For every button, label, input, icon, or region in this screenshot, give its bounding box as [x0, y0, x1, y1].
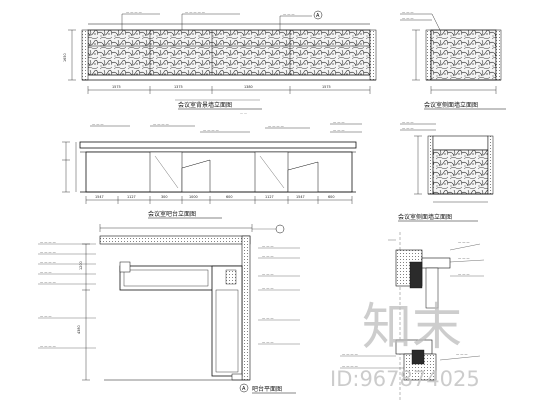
title-elevation-b: 会议室侧面墙立面图	[424, 101, 478, 109]
watermark-id: ID:967874025	[330, 367, 480, 391]
svg-text:— — —: — — —	[262, 244, 274, 248]
svg-text:— — — —: — — — —	[40, 344, 57, 348]
dim-a-4: 1575	[322, 85, 331, 89]
elevation-b: — — — — — — 会议室侧面墙立面图	[400, 10, 506, 110]
svg-text:— — — —: — — — —	[342, 364, 359, 368]
title-plan: 吧台平面图	[252, 385, 282, 393]
svg-text:— — —: — — —	[458, 272, 470, 276]
elevation-a: — — — — — — — — — — — — A 1650 1575 1375…	[63, 10, 377, 115]
svg-text:— — —: — — —	[92, 122, 104, 126]
svg-text:— — — —: — — — —	[40, 240, 57, 244]
svg-text:— — —: — — —	[262, 254, 274, 258]
svg-text:— — — — —: — — — — —	[185, 10, 206, 14]
dim-c-3: 300	[161, 195, 167, 199]
title-elevation-c: 会议室吧台立面图	[148, 210, 196, 218]
svg-text:— — —: — — —	[262, 286, 274, 290]
svg-text:— — —: — — —	[402, 120, 414, 124]
title-elevation-a: 会议室背景墙立面图	[178, 101, 232, 109]
dim-c-8: 600	[328, 195, 334, 199]
dim-c-4: 1000	[189, 195, 198, 199]
height-dim-a: 1650	[63, 53, 67, 62]
svg-text:— — — —: — — — —	[342, 352, 359, 356]
dim-c-1: 1547	[95, 195, 104, 199]
dim-c-6: 1127	[265, 195, 274, 199]
detail-section: — — — — — — — — — — — — — — — — — — — —	[340, 232, 485, 400]
svg-text:— — — —: — — — —	[40, 280, 57, 284]
svg-text:— — —: — — —	[456, 352, 468, 356]
dim-c-7: 1547	[296, 195, 305, 199]
dim-c-5: 600	[226, 195, 232, 199]
svg-text:— — —: — — —	[262, 272, 274, 276]
elevation-c: — — — — — — — — — — — — — — — — — — — — …	[62, 120, 362, 219]
svg-text:— — —: — — —	[283, 12, 295, 16]
dim-a-3: 1380	[244, 85, 253, 89]
svg-text:— — —: — — —	[458, 256, 470, 260]
svg-text:— —: — —	[240, 111, 247, 115]
svg-text:— — —: — — —	[402, 126, 414, 130]
svg-text:— — —: — — —	[262, 316, 274, 320]
svg-text:— — —: — — —	[458, 240, 470, 244]
svg-text:— — —: — — —	[40, 270, 52, 274]
marble-side-panel	[430, 29, 497, 81]
plan-dim-top: 1200	[79, 261, 83, 270]
dim-c-2: 1127	[127, 195, 136, 199]
section-marker-label: A	[316, 13, 320, 19]
plan-callouts-right: — — — — — — — — — — — — — — — — — —	[258, 244, 300, 345]
svg-text:— — —: — — —	[40, 314, 52, 318]
plan-dim-height: 4380	[77, 325, 81, 334]
dim-a-1: 1575	[112, 85, 121, 89]
svg-text:— — — —: — — — —	[268, 124, 285, 128]
svg-text:— — —: — — —	[333, 128, 345, 132]
plan-marker-label: A	[242, 386, 246, 392]
plan-marker-icon	[239, 383, 249, 393]
marble-wall-panel	[87, 29, 371, 76]
title-elevation-d: 会议室侧面墙立面图	[398, 213, 452, 221]
svg-text:— — — —: — — — —	[153, 122, 170, 126]
watermark: 知末 ID:967874025	[330, 298, 480, 391]
bar-plan: — — — — — — — — — — — — — — — — — — — — …	[38, 224, 300, 394]
svg-text:— — —: — — —	[402, 16, 414, 20]
svg-text:— — —: — — —	[333, 120, 345, 124]
svg-text:— — — —: — — — —	[40, 260, 57, 264]
elevation-d: — — — — — — 会议室侧面墙立面图	[398, 120, 494, 222]
svg-text:— — —: — — —	[402, 10, 414, 14]
svg-text:— — — —: — — — —	[203, 128, 220, 132]
marble-lower-panel	[432, 149, 489, 195]
svg-text:— — —: — — —	[262, 340, 274, 344]
plan-callouts: — — — — — — — — — — — — — — — — — — — — …	[38, 240, 96, 349]
svg-text:— — — —: — — — —	[40, 250, 57, 254]
dim-a-2: 1375	[174, 85, 183, 89]
svg-text:— — — —: — — — —	[126, 10, 143, 14]
dim-ticks-c	[85, 196, 353, 204]
section-marker-icon	[313, 10, 323, 20]
watermark-brand: 知末	[362, 298, 462, 356]
plan-section-icon	[275, 224, 285, 234]
